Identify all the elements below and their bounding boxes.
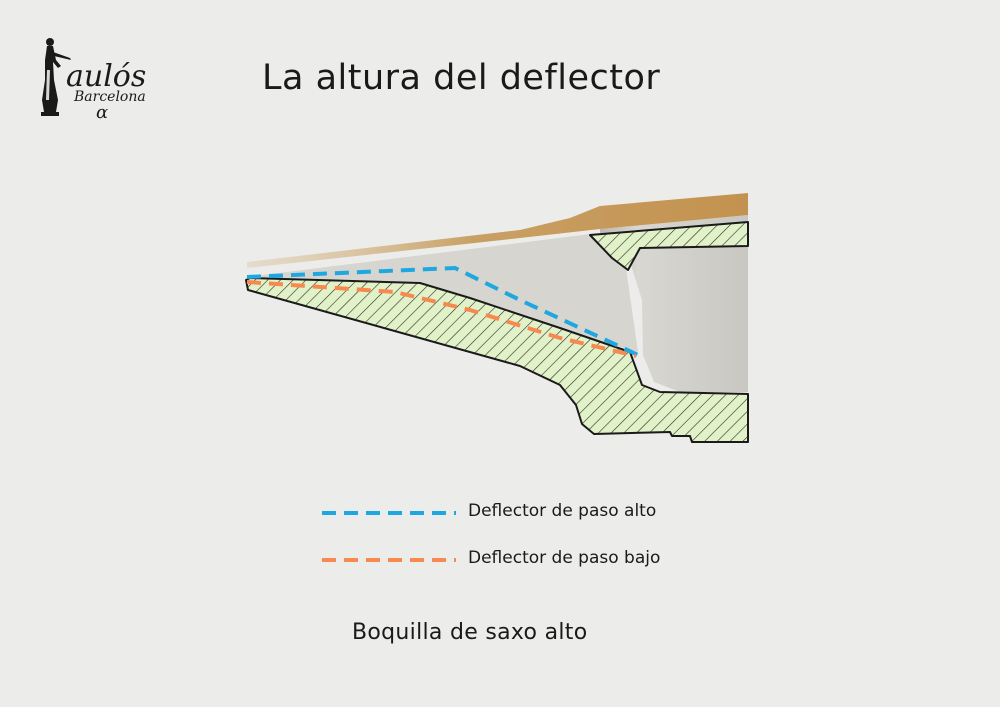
low-baffle-line <box>246 280 637 358</box>
logo-city-text: Barcelona <box>73 89 146 105</box>
high-baffle-line <box>246 265 639 357</box>
legend-item-low: Deflector de paso bajo <box>320 545 720 575</box>
logo-brand-text: aulós <box>66 59 146 94</box>
legend-swatch-high <box>322 511 456 515</box>
reed <box>247 193 748 268</box>
legend-label-high: Deflector de paso alto <box>468 501 657 521</box>
lower-body-section <box>245 277 749 443</box>
diagram-caption: Boquilla de saxo alto <box>352 620 588 645</box>
logo-graphic: aulós Barcelona α <box>41 38 146 123</box>
legend-item-high: Deflector de paso alto <box>320 498 720 528</box>
legend-label-low: Deflector de paso bajo <box>468 548 661 568</box>
legend-swatch-low <box>322 558 456 562</box>
logo-alpha-symbol: α <box>96 102 108 123</box>
upper-rail-section <box>589 221 749 271</box>
page-title: La altura del deflector <box>262 58 661 98</box>
aulos-barcelona-logo: aulós Barcelona α <box>30 30 155 130</box>
